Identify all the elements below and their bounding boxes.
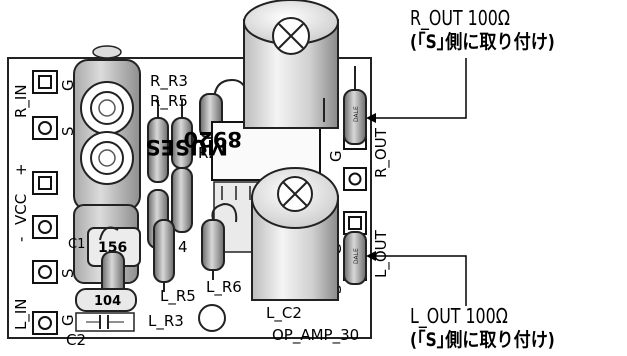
pin-label-plus: + <box>12 163 30 176</box>
resistor-brand-l: DALE <box>353 248 360 264</box>
resistor-l-out: DALE <box>343 231 367 285</box>
callout-r-out-title: R_OUT 100Ω <box>410 6 510 30</box>
pin-label-g3: G <box>327 150 345 162</box>
resistor-r-out: DALE <box>343 66 367 145</box>
pin-label-s2: S <box>59 268 77 278</box>
label-4: 4 <box>178 238 188 256</box>
label-l-r3: L_R3 <box>148 312 184 331</box>
label-l-r6: L_R6 <box>206 278 242 297</box>
resistor-brand-r: DALE <box>353 106 360 122</box>
cap-104: 104 <box>75 288 137 332</box>
chip-line1: MUSES <box>145 135 228 159</box>
callout-l-out: L_OUT 100Ω (｢S｣側に取り付け) <box>410 306 571 350</box>
callout-r-out-note: (｢S｣側に取り付け) <box>410 31 555 53</box>
pin-labels: R_IN G S VCC + - S G L_IN G R_OUT S G L_… <box>12 79 391 330</box>
label-c2-left: C2 <box>66 331 86 349</box>
pin-label-l-in: L_IN <box>12 298 31 330</box>
callout-l-out-title: L_OUT 100Ω <box>410 304 508 328</box>
pin-label-vcc: VCC <box>12 194 30 225</box>
resistor-l-r6 <box>201 202 238 280</box>
label-156: 156 <box>98 240 127 256</box>
center-resistors <box>147 100 193 292</box>
mount-hole <box>198 304 226 332</box>
pin-label-r-in: R_IN <box>12 84 31 118</box>
label-l-c2: L_C2 <box>266 304 302 323</box>
board-name: OP_AMP_30 <box>272 326 359 345</box>
chip-line2: 8920 <box>184 127 242 151</box>
pin-label-minus: - <box>12 237 30 242</box>
callout-l-out-note: (｢S｣側に取り付け) <box>410 329 555 351</box>
capacitor-top <box>243 0 339 129</box>
label-l-r5: L_R5 <box>160 287 196 306</box>
label-104: 104 <box>94 294 121 309</box>
label-c1: C1 <box>68 237 85 252</box>
pin-label-g2: G <box>59 314 77 326</box>
resistor-l-in <box>99 226 125 306</box>
pin-label-r-out: R_OUT <box>372 127 391 178</box>
trimmer-pot <box>73 45 141 211</box>
capacitor-bottom <box>251 167 339 301</box>
left-pads <box>32 70 58 335</box>
callout-r-out: R_OUT 100Ω (｢S｣側に取り付け) <box>410 8 571 52</box>
pin-label-l-out: L_OUT <box>372 229 391 278</box>
callout-arrow-r <box>366 58 467 123</box>
label-r-r3: R_R3 <box>150 72 188 91</box>
callout-arrow-l <box>366 251 467 306</box>
pin-label-g1: G <box>59 79 77 91</box>
label-r-r5: R_R5 <box>150 92 188 111</box>
pin-label-s1: S <box>59 126 77 136</box>
